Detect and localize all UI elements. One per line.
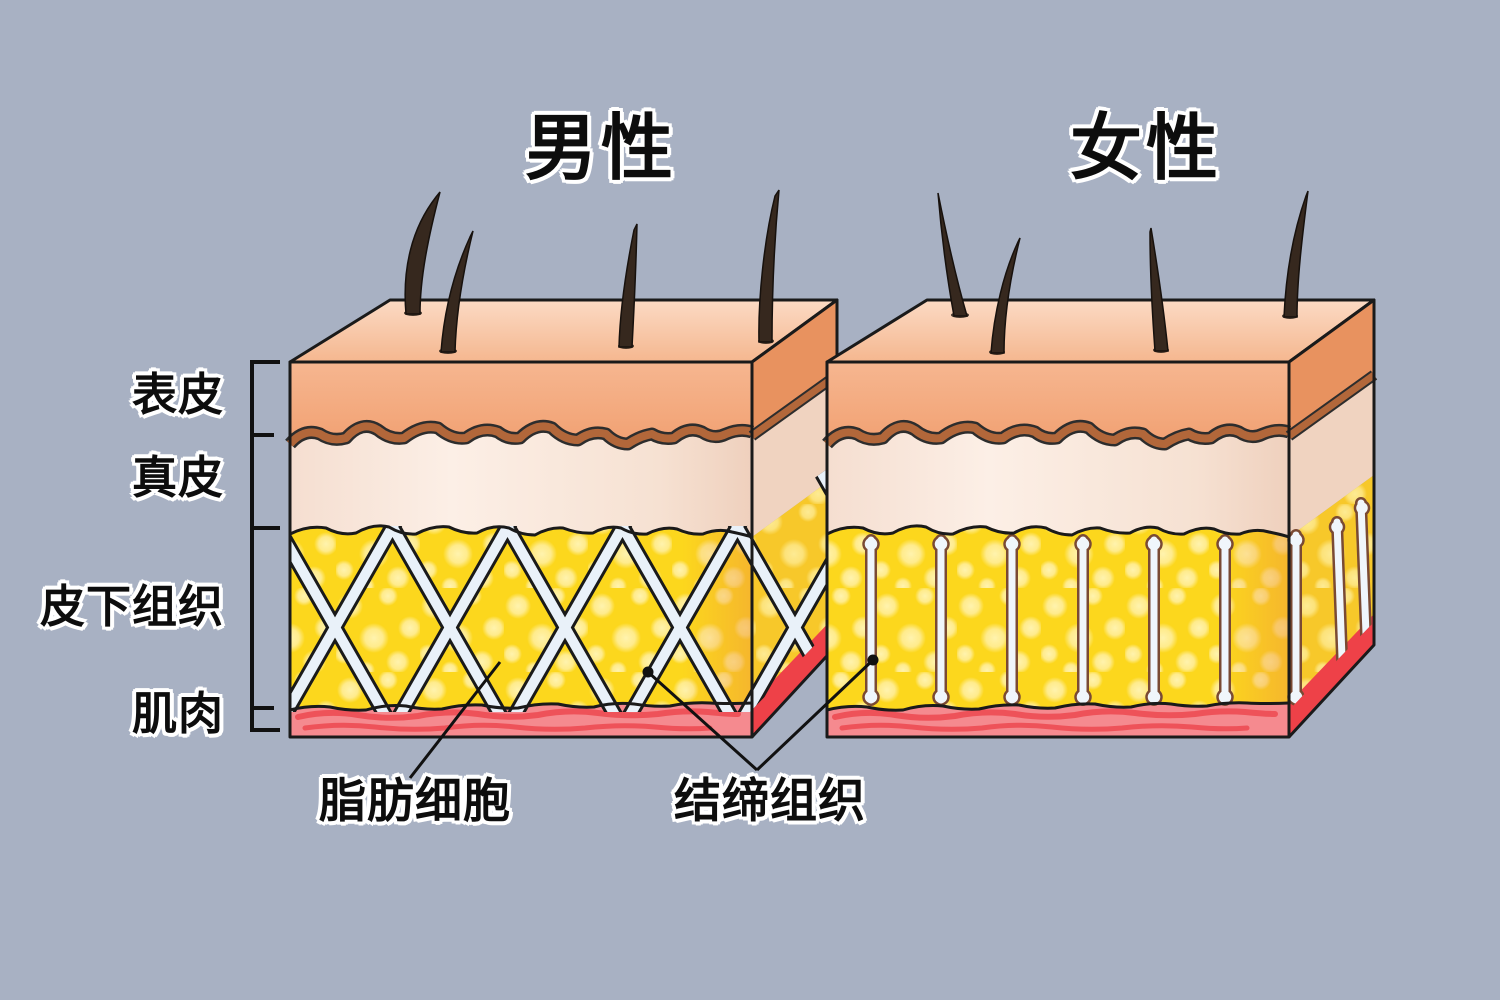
label-muscle: 肌肉 [132,687,225,740]
label-subcutaneous: 皮下组织 [40,580,225,633]
hair-icon [990,237,1021,354]
layer-bracket [250,360,280,732]
title-male: 男性 [525,106,678,190]
label-connective-tissue: 结缔组织 [674,774,866,829]
hair-icon [758,189,780,343]
hair-icon [1283,190,1309,318]
hair-icon [618,223,638,348]
label-fat-cell: 脂肪细胞 [319,774,511,829]
callout-pointers [408,654,879,779]
hair-icon [1149,227,1169,352]
label-dermis: 真皮 [132,451,225,504]
hair-icon [937,192,968,317]
hair-icon [440,230,474,353]
connective-dot-female [867,654,879,666]
title-female: 女性 [1070,106,1223,190]
label-epidermis: 表皮 [132,368,225,421]
female-skin-block [827,300,1374,737]
hair-icon [404,191,441,315]
connective-dot-male [642,666,654,678]
hair-strands [404,189,1309,355]
male-skin-block [130,300,1000,750]
